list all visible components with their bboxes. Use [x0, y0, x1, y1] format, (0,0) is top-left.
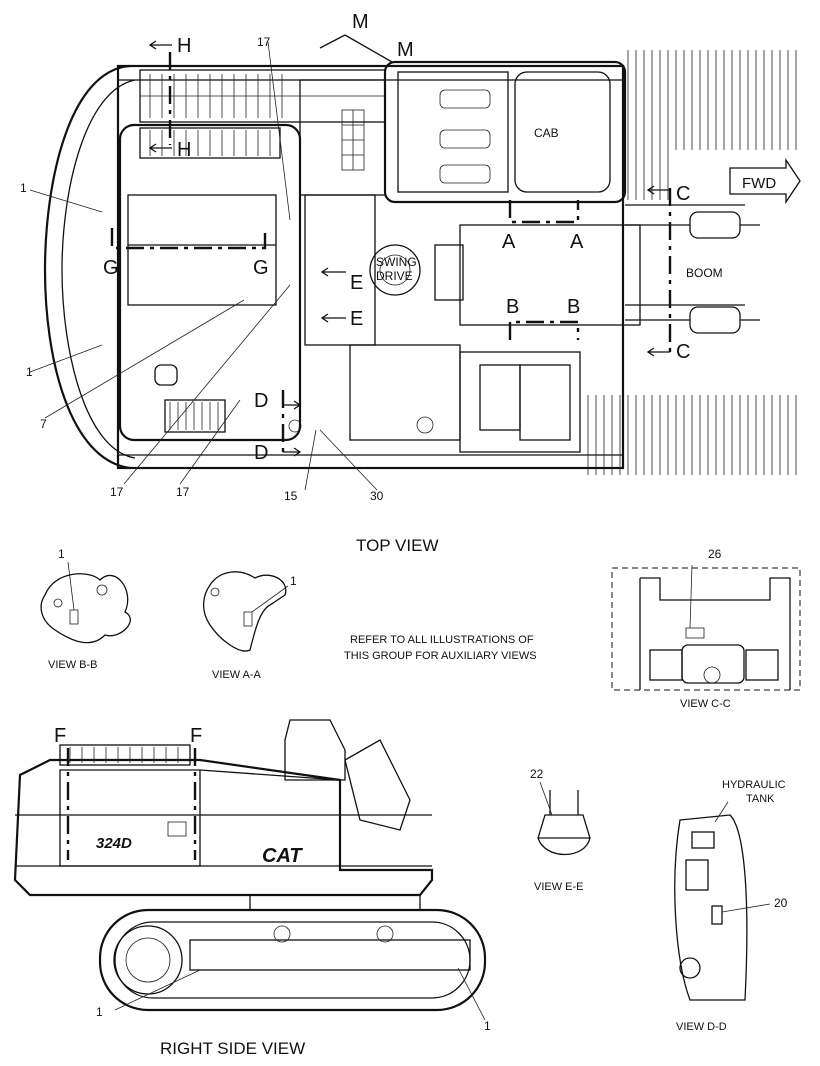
label-cab: CAB	[534, 126, 559, 140]
callout-1-upper: 1	[20, 181, 27, 195]
section-e-lower: E	[350, 308, 363, 330]
label-swing-drive-line1: SWING	[376, 255, 417, 269]
callout-1-view-aa: 1	[290, 574, 297, 588]
view-dd-drawing	[674, 801, 771, 1001]
label-brand: CAT	[262, 845, 303, 867]
caption-view-bb: VIEW B-B	[48, 659, 98, 671]
label-boom: BOOM	[686, 266, 723, 280]
section-d-lower: D	[254, 442, 268, 464]
callout-17-left: 17	[110, 485, 124, 499]
label-fwd: FWD	[742, 175, 776, 192]
section-b-left: B	[506, 296, 519, 318]
section-g-left: G	[103, 257, 119, 279]
section-h-lower: H	[177, 139, 191, 161]
section-f-right: F	[190, 725, 202, 747]
callout-20: 20	[774, 896, 788, 910]
boom-cylinder-upper	[689, 211, 760, 239]
caption-view-ee: VIEW E-E	[534, 881, 584, 893]
caption-view-aa: VIEW A-A	[212, 669, 262, 681]
callout-1-side-left: 1	[96, 1005, 103, 1019]
section-h-upper: H	[177, 35, 191, 57]
callout-1-view-bb: 1	[58, 547, 65, 561]
section-g-right: G	[253, 257, 269, 279]
callout-26: 26	[708, 547, 722, 561]
section-e-upper: E	[350, 272, 363, 294]
note-line-1: REFER TO ALL ILLUSTRATIONS OF	[350, 634, 534, 646]
caption-top-view: TOP VIEW	[356, 536, 439, 555]
top-view-drawing	[29, 34, 801, 491]
callout-7: 7	[40, 417, 47, 431]
view-cc-drawing	[611, 564, 801, 691]
view-aa-drawing	[202, 571, 289, 652]
section-m-right: M	[397, 39, 414, 61]
section-d-upper: D	[254, 390, 268, 412]
boom-cylinder-lower	[689, 306, 760, 334]
section-f-left: F	[54, 725, 66, 747]
callout-15: 15	[284, 489, 298, 503]
callout-17-top: 17	[257, 35, 271, 49]
callout-1-side-right: 1	[484, 1019, 491, 1033]
label-hydraulic-tank-line2: TANK	[746, 793, 775, 805]
fwd-arrow	[729, 157, 801, 205]
section-b-right: B	[567, 296, 580, 318]
caption-right-side-view: RIGHT SIDE VIEW	[160, 1039, 305, 1058]
section-c-upper: C	[676, 183, 690, 205]
caption-view-cc: VIEW C-C	[680, 698, 731, 710]
callout-17-mid: 17	[176, 485, 190, 499]
section-m-left: M	[352, 11, 369, 33]
label-model: 324D	[96, 835, 132, 852]
right-side-view-drawing	[13, 719, 487, 1021]
note-line-2: THIS GROUP FOR AUXILIARY VIEWS	[344, 650, 537, 662]
view-ee-drawing	[537, 781, 591, 856]
section-a-right: A	[570, 231, 584, 253]
callout-22: 22	[530, 767, 544, 781]
section-c-lower: C	[676, 341, 690, 363]
label-hydraulic-tank-line1: HYDRAULIC	[722, 779, 786, 791]
callout-1-lower: 1	[26, 365, 33, 379]
view-bb-drawing	[40, 561, 131, 644]
callout-30: 30	[370, 489, 384, 503]
track-hatching-bottom	[587, 395, 797, 475]
section-a-left: A	[502, 231, 516, 253]
label-swing-drive-line2: DRIVE	[376, 269, 413, 283]
caption-view-dd: VIEW D-D	[676, 1021, 727, 1033]
track-hatching-top	[627, 50, 797, 200]
